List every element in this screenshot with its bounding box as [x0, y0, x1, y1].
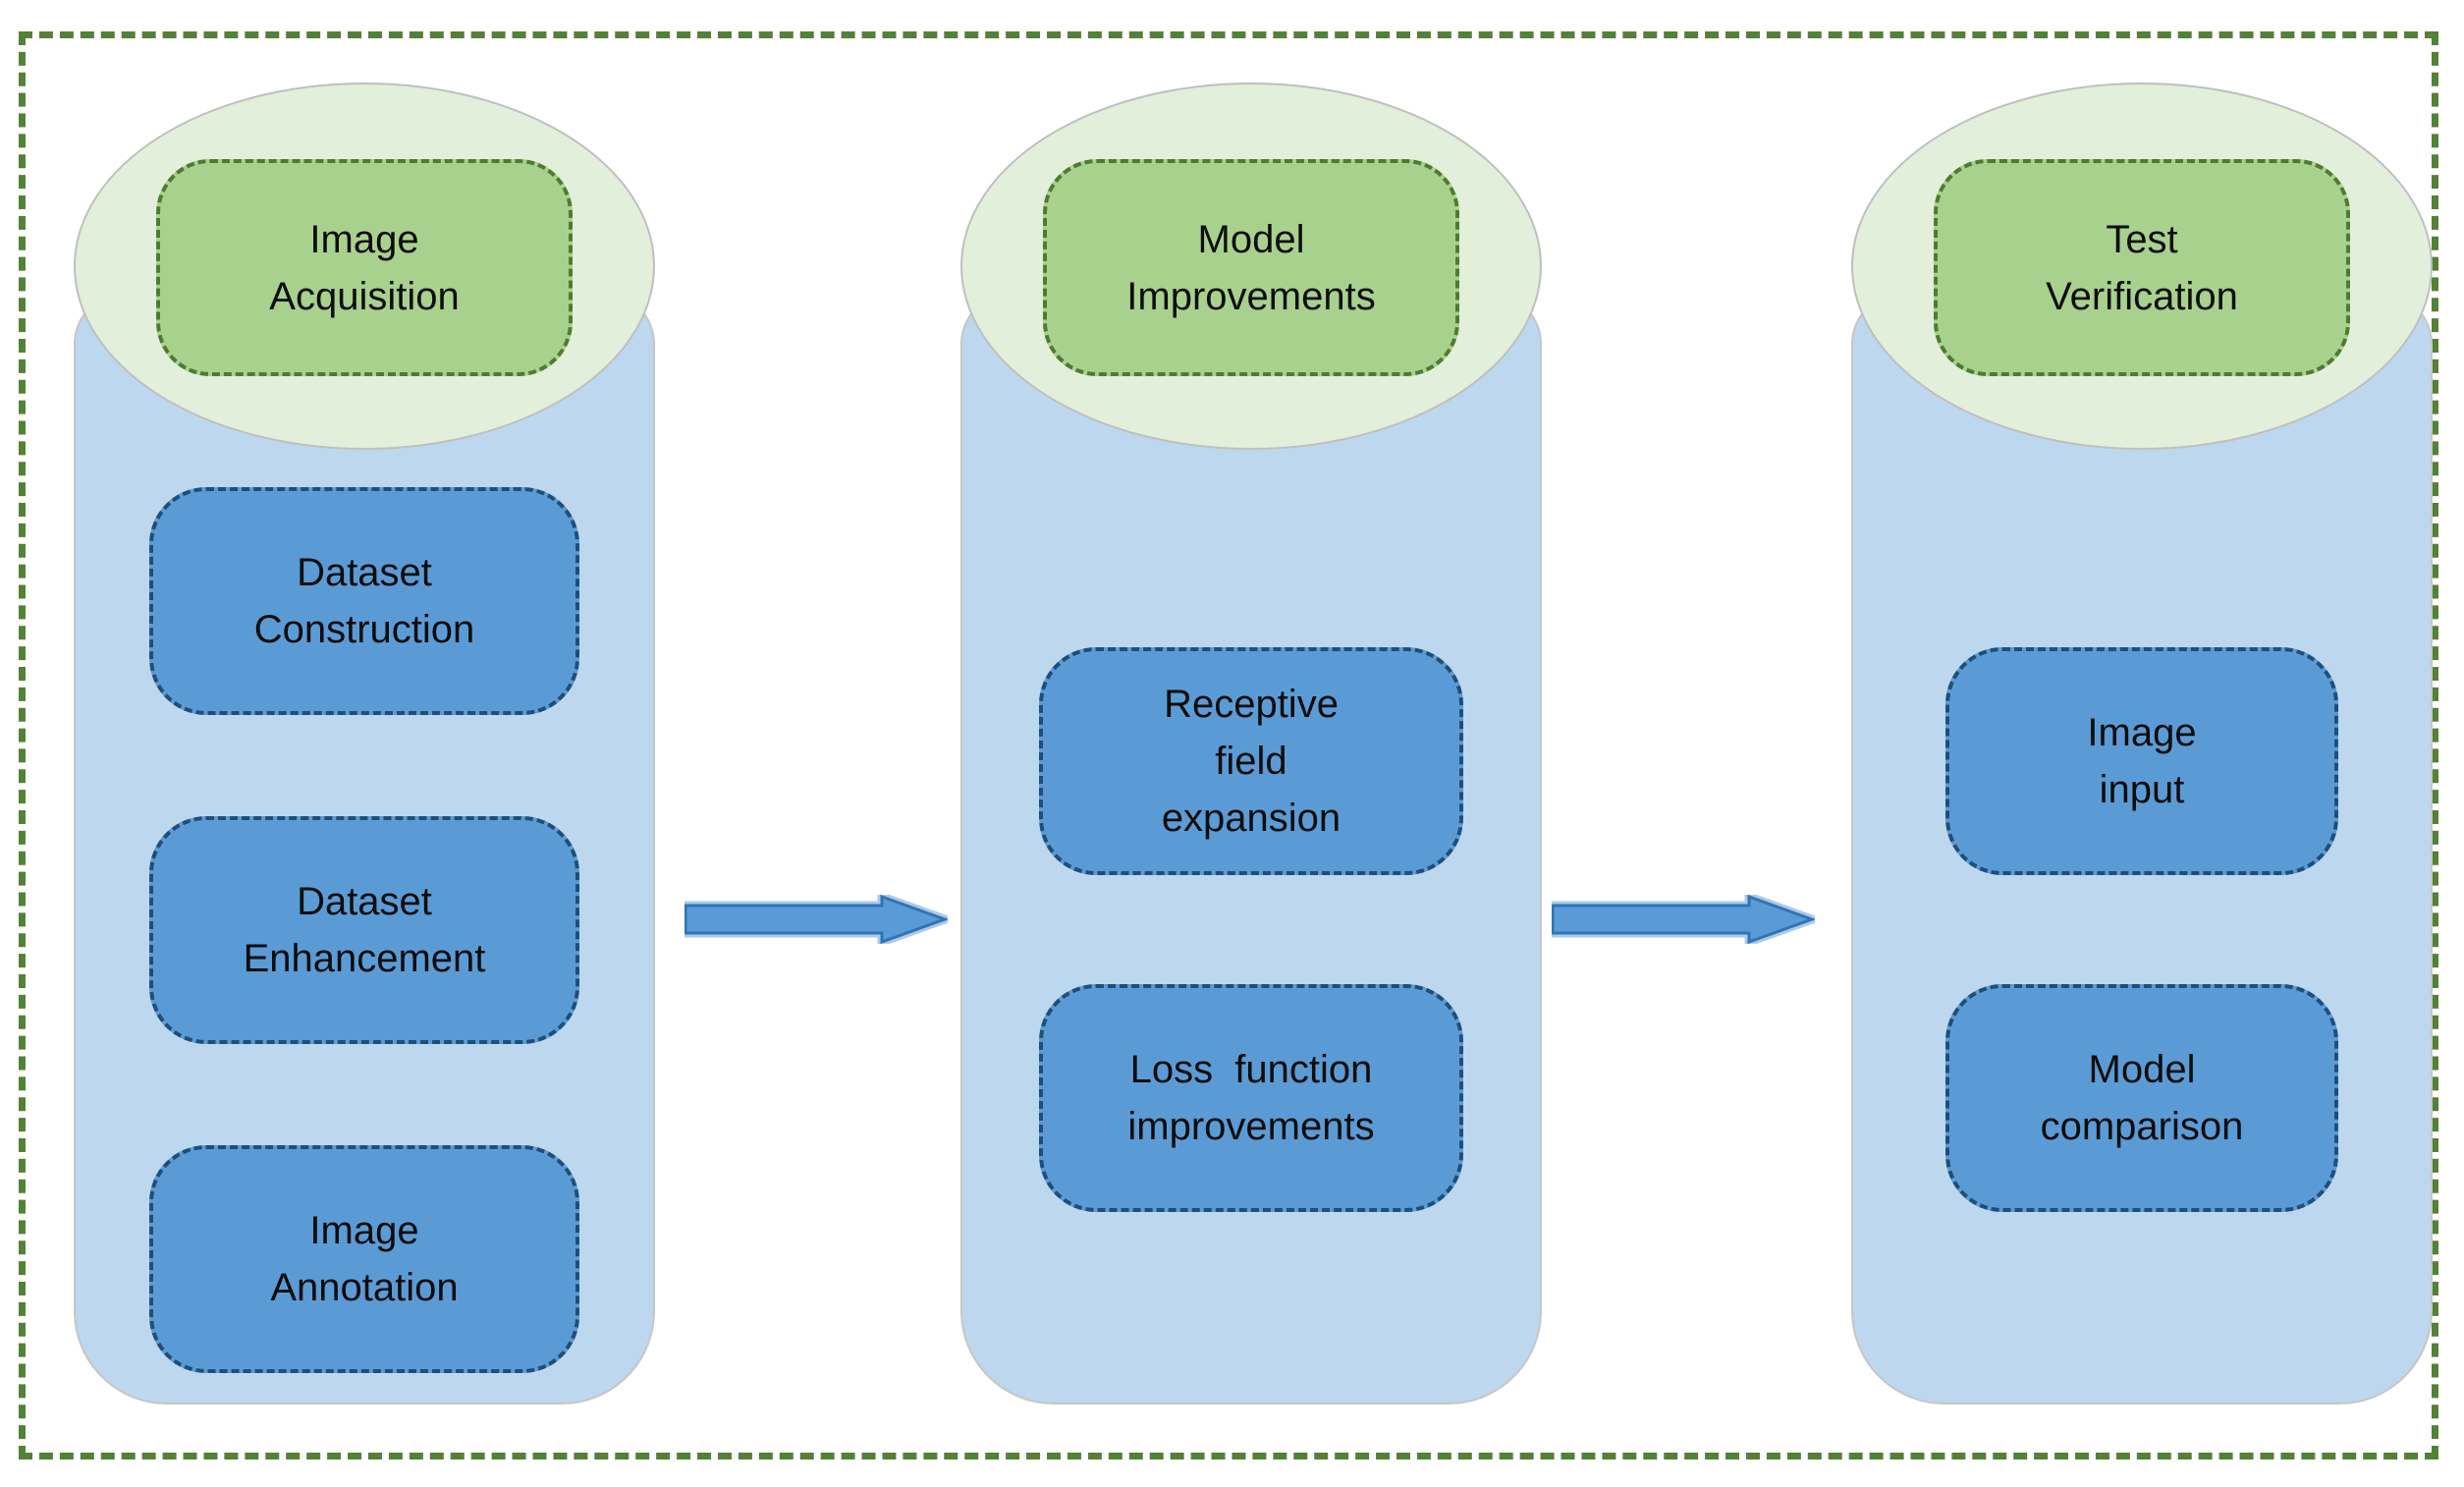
step-image-input: Image input [1945, 647, 2338, 875]
step-loss-function-improvements: Loss function improvements [1039, 984, 1463, 1212]
step-label: Dataset Construction [253, 551, 475, 651]
stage-column-test-verification: Test Verification Image input Model comp… [1851, 0, 2433, 1487]
step-receptive-field-expansion: Receptive field expansion [1039, 647, 1463, 875]
stage-header-model-improvements: Model Improvements [1043, 159, 1459, 376]
stage-header-image-acquisition: Image Acquisition [156, 159, 573, 376]
stage-column-model-improvements: Model Improvements Receptive field expan… [960, 0, 1542, 1487]
step-dataset-enhancement: Dataset Enhancement [149, 816, 579, 1044]
stage-header-label: Test Verification [2046, 217, 2238, 318]
step-label: Receptive field expansion [1161, 683, 1342, 840]
outer-dashed-frame [19, 31, 2438, 1459]
stage-column-image-acquisition: Image Acquisition Dataset Construction D… [74, 0, 655, 1487]
step-label: Model comparison [2040, 1048, 2244, 1148]
step-label: Dataset Enhancement [243, 880, 486, 980]
stage-header-test-verification: Test Verification [1934, 159, 2350, 376]
step-label: Loss function improvements [1127, 1048, 1375, 1148]
stage-header-label: Image Acquisition [269, 217, 460, 318]
step-dataset-construction: Dataset Construction [149, 487, 579, 715]
flow-arrow-icon [1552, 895, 1815, 944]
stage-header-label: Model Improvements [1126, 217, 1376, 318]
step-model-comparison: Model comparison [1945, 984, 2338, 1212]
flow-arrow-icon [684, 895, 948, 944]
step-image-annotation: Image Annotation [149, 1145, 579, 1373]
step-label: Image input [2087, 711, 2197, 811]
step-label: Image Annotation [270, 1209, 459, 1309]
